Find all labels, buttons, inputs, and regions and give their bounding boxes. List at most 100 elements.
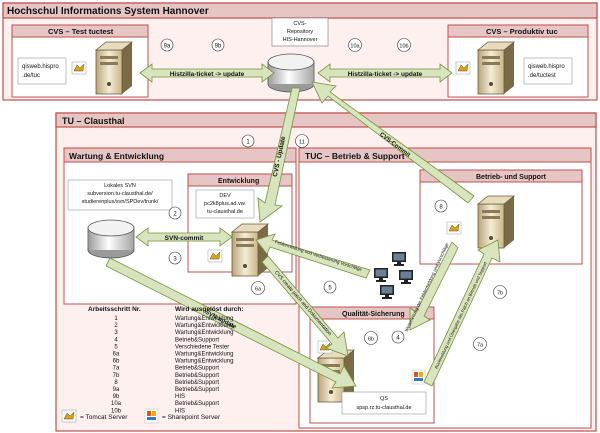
table-header-col1: Arbeitsschritt Nr.	[88, 306, 141, 313]
svg-text:6a: 6a	[255, 287, 262, 293]
step-10b: 10b	[397, 38, 411, 52]
step-6a: 6a	[251, 281, 265, 295]
betrieb-support-header	[419, 169, 583, 183]
tomcat-icon	[207, 249, 223, 263]
qs-title: Qualität-Sicherung	[342, 311, 405, 318]
dev-host-line3: tu-clausthal.de	[207, 209, 243, 215]
wartung-title: Wartung & Entwicklung	[69, 151, 164, 161]
svn-update-arrow	[105, 257, 357, 389]
cvs-test-header	[11, 24, 149, 38]
cvs-repository-cylinder	[267, 53, 315, 93]
tomcat-icon	[455, 61, 471, 75]
table-row-by: HIS	[175, 408, 185, 414]
step-7a: 7a	[473, 337, 487, 351]
step-1: 1	[241, 134, 255, 148]
table-row-nr: 1	[114, 316, 118, 322]
table-row-by: Betrieb&Support	[175, 366, 219, 372]
histzilla-left-arrow	[139, 63, 275, 83]
svg-text:4: 4	[396, 336, 400, 342]
qs-host-box	[341, 391, 427, 415]
table-row-by: Verschiedene Tester	[175, 344, 229, 350]
cvs-test-host-line2: .de/tuc	[22, 73, 40, 79]
cvs-create-patch-arrow	[261, 255, 349, 357]
step-8: 8	[434, 199, 448, 213]
step-7b: 7b	[493, 285, 507, 299]
svn-commit-label: SVN-commit	[165, 235, 204, 242]
cvs-commit-arrow	[311, 81, 475, 204]
weiterleitung-arrow	[409, 241, 459, 331]
table-row-by: Betrieb&Support	[175, 401, 219, 407]
svg-text:8: 8	[439, 205, 443, 211]
lokales-svn-box	[67, 179, 173, 211]
histzilla-right-arrow	[317, 63, 453, 83]
tu-clausthal-title: TU – Clausthal	[62, 116, 125, 126]
dev-host-line2: pc2k8plus.ad.vw.	[204, 201, 246, 207]
step-6b: 6b	[364, 331, 378, 345]
cvs-repo-label-box	[271, 17, 329, 47]
fehlermeldung-arrow	[255, 233, 371, 279]
tomcat-icon	[71, 61, 87, 75]
table-row-nr: 9b	[113, 394, 120, 400]
entwicklung-title: Entwicklung	[218, 178, 259, 185]
svg-text:7b: 7b	[497, 291, 503, 297]
table-row-by: Betrieb&Support	[175, 373, 219, 379]
cvs-repo-line3: HIS-Hannover	[283, 37, 318, 43]
rueckmeldung-arrow	[423, 239, 501, 387]
betrieb-server-icon	[477, 195, 515, 249]
svg-text:7a: 7a	[477, 343, 484, 349]
step-2: 2	[168, 206, 182, 220]
tu-clausthal-header	[55, 112, 597, 128]
table-row-nr: 4	[114, 337, 118, 343]
svn-commit-arrow	[135, 227, 233, 247]
qs-host-line1: QS	[380, 396, 388, 402]
table-row-by: Betrieb&Support	[175, 387, 219, 393]
table-row-nr: 5	[114, 344, 118, 350]
svn-cylinder	[87, 219, 135, 259]
step-3: 3	[168, 251, 182, 265]
cvs-update-arrow	[257, 87, 301, 223]
cvs-test-host-box	[17, 57, 67, 85]
dev-host-box	[195, 189, 255, 219]
histzilla-right-label: Histzilla-ticket -> update	[348, 71, 423, 78]
svg-text:9b: 9b	[215, 44, 222, 50]
sharepoint-icon	[411, 369, 426, 385]
entwicklung-header	[187, 173, 293, 187]
svg-text:1: 1	[246, 140, 250, 146]
lokales-svn-line1: Lokales SVN	[104, 183, 136, 189]
table-row-by: Betrieb&Support	[175, 380, 219, 386]
lokales-svn-line2: subversion.tu-clausthal.de/	[87, 191, 153, 197]
dev-server-icon	[231, 223, 269, 277]
table-header-col2: Wird ausgelöst durch:	[175, 306, 244, 313]
step-5: 5	[323, 280, 337, 294]
table-row-nr: 10a	[111, 401, 122, 407]
cvs-prod-host-line1: qisweb.hispro	[528, 64, 565, 70]
sharepoint-icon	[144, 408, 159, 424]
page-title: Hochschul Informations System Hannover	[7, 6, 209, 17]
table-row-nr: 6b	[113, 359, 120, 365]
wartung-header	[63, 147, 297, 163]
svg-text:11: 11	[299, 140, 305, 146]
step-4: 4	[391, 330, 405, 344]
table-row-by: Betrieb&Support	[175, 337, 219, 343]
table-row-by: Wartung&Entwicklung	[175, 359, 233, 365]
table-row-nr: 2	[114, 323, 118, 329]
table-row-by: Wartung&Entwicklung	[175, 323, 233, 329]
cvs-repo-line1: CVS-	[293, 21, 306, 27]
table-row-nr: 7a	[113, 366, 120, 372]
tuc-betrieb-title: TUC – Betrieb & Support	[305, 151, 405, 161]
lokales-svn-line3: studierenplus/svn/SPDev/trunk/	[82, 199, 159, 205]
step-11: 11	[295, 134, 309, 148]
cvs-test-title: CVS – Test tuctest	[48, 27, 114, 36]
betrieb-support-title: Betrieb- und Support	[476, 174, 547, 181]
table-row-by: Wartung&Entwicklung	[175, 330, 233, 336]
table-row-nr: 8	[114, 380, 118, 386]
svg-text:3: 3	[173, 257, 177, 263]
tomcat-icon	[446, 221, 462, 235]
tuc-betrieb-header	[298, 147, 592, 163]
table-row-nr: 6a	[113, 352, 120, 358]
table-row-by: HIS	[175, 394, 185, 400]
cvs-repo-line2: Repository	[287, 29, 314, 35]
